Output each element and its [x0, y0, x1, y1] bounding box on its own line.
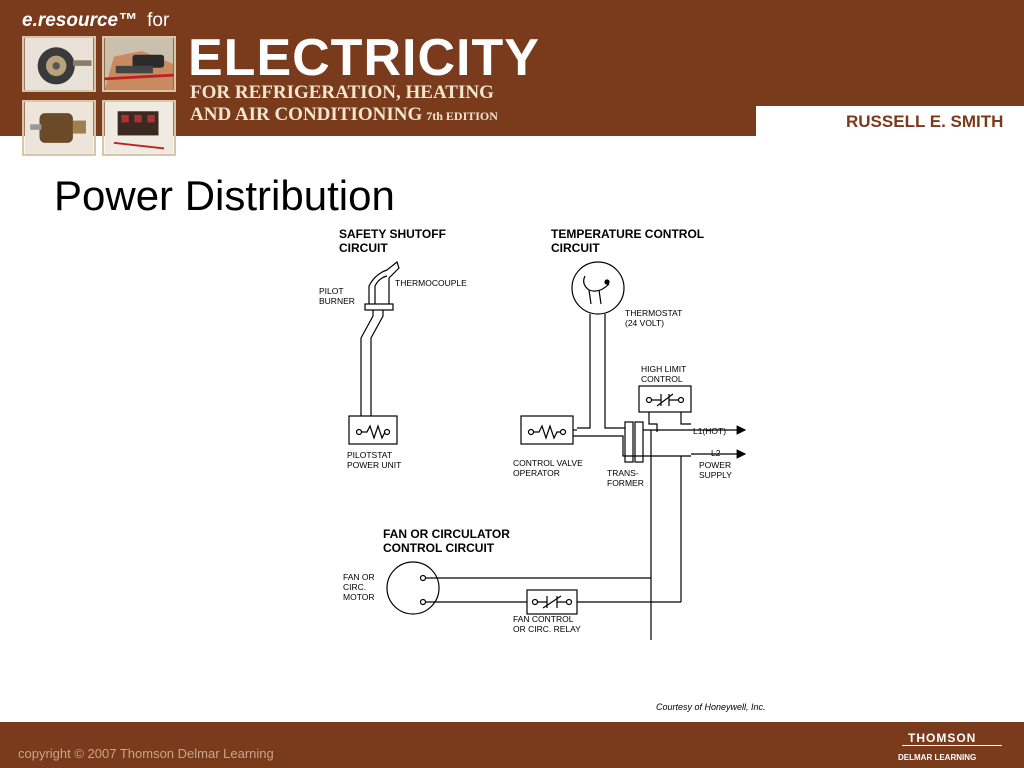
power-supply-label-1: POWER — [699, 460, 731, 470]
safety-title-2: CIRCUIT — [339, 241, 388, 255]
publisher-logo-text: THOMSON — [908, 731, 977, 745]
publisher-divider — [902, 745, 1002, 746]
book-subtitle-line1: FOR REFRIGERATION, HEATING — [190, 82, 494, 103]
temp-title-1: TEMPERATURE CONTROL — [551, 227, 704, 241]
high-limit-control — [638, 385, 692, 432]
logo-text: e.resource™ — [22, 10, 138, 31]
fan-relay-label-2: OR CIRC. RELAY — [513, 624, 581, 634]
thermostat-label-1: THERMOSTAT — [625, 308, 682, 318]
slide-title: Power Distribution — [54, 172, 395, 219]
power-supply-label-2: SUPPLY — [699, 470, 732, 480]
author-name: RUSSELL E. SMITH — [846, 112, 1004, 131]
high-limit-label-1: HIGH LIMIT — [641, 364, 686, 374]
transformer-label-1: TRANS- — [607, 468, 639, 478]
thermostat-label-2: (24 VOLT) — [625, 318, 664, 328]
book-title: ELECTRICITY — [188, 29, 540, 87]
pilot-burner-label-2: BURNER — [319, 296, 355, 306]
edition-label: 7th EDITION — [426, 109, 498, 123]
fan-motor-label-2: CIRC. — [343, 582, 366, 592]
fan-title-1: FAN OR CIRCULATOR — [383, 527, 510, 541]
pilot-burner-label-1: PILOT — [319, 286, 344, 296]
author-bar — [756, 106, 1024, 136]
l2-label: L2 — [711, 448, 721, 458]
fan-motor-label-3: MOTOR — [343, 592, 374, 602]
footer-bar — [0, 722, 1024, 768]
photo-motor-bottom — [22, 100, 96, 156]
fan-motor-label-1: FAN OR — [343, 572, 375, 582]
control-valve-label-2: OPERATOR — [513, 468, 560, 478]
l1-hot-label: L1(HOT) — [693, 426, 726, 436]
copyright-text: copyright © 2007 Thomson Delmar Learning — [18, 746, 274, 761]
pilotstat-label-2: POWER UNIT — [347, 460, 401, 470]
high-limit-label-2: CONTROL — [641, 374, 683, 384]
fan-control-relay — [526, 589, 681, 615]
pilotstat-power-unit — [348, 415, 398, 445]
pilot-burner-thermocouple — [360, 260, 400, 416]
thermocouple-label: THERMOCOUPLE — [395, 278, 467, 288]
fan-title-2: CONTROL CIRCUIT — [383, 541, 495, 555]
photo-relay — [102, 100, 176, 156]
pilotstat-label-1: PILOTSTAT — [347, 450, 392, 460]
photo-meter-hand — [102, 36, 176, 92]
eresource-logo: e.resource™ for — [22, 10, 169, 32]
transformer — [623, 421, 691, 640]
fan-motor — [386, 561, 651, 615]
courtesy-credit: Courtesy of Honeywell, Inc. — [656, 702, 766, 712]
publisher-sub-text: DELMAR LEARNING — [898, 753, 977, 762]
thermostat-symbol — [571, 261, 625, 429]
transformer-label-2: FORMER — [607, 478, 644, 488]
fan-relay-label-1: FAN CONTROL — [513, 614, 574, 624]
safety-title-1: SAFETY SHUTOFF — [339, 227, 446, 241]
power-supply-lines — [691, 425, 747, 459]
book-subtitle-line2-text: AND AIR CONDITIONING — [190, 104, 423, 125]
wiring-diagram: SAFETY SHUTOFF CIRCUIT PILOT BURNER THER… — [319, 227, 747, 640]
photo-motor-top — [22, 36, 96, 92]
control-valve-operator — [520, 415, 643, 457]
control-valve-label-1: CONTROL VALVE — [513, 458, 583, 468]
logo-for-text: for — [147, 10, 170, 31]
temp-title-2: CIRCUIT — [551, 241, 600, 255]
